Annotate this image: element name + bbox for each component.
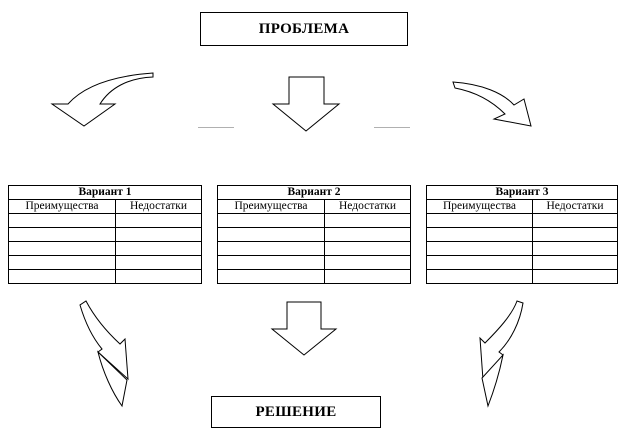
table-row <box>217 269 411 284</box>
table-row <box>8 241 202 256</box>
table-cell <box>324 227 411 242</box>
pros-header: Преимущества <box>8 199 116 214</box>
variant-table-1: Вариант 1 Преимущества Недостатки <box>8 185 202 284</box>
table-cell <box>8 213 116 228</box>
straight-arrow-down-bottom <box>270 301 338 356</box>
table-cell <box>324 241 411 256</box>
table-cell <box>532 255 618 270</box>
table-cell <box>532 213 618 228</box>
problem-box: ПРОБЛЕМА <box>200 12 408 46</box>
curved-arrow-to-solution-left <box>79 300 129 381</box>
variant-title: Вариант 1 <box>8 185 202 200</box>
variant-title: Вариант 2 <box>217 185 411 200</box>
variant-title: Вариант 3 <box>426 185 618 200</box>
curved-arrow-down-left <box>50 72 154 127</box>
table-cell <box>115 227 202 242</box>
straight-arrow-down-top <box>271 76 341 132</box>
table-row <box>8 227 202 242</box>
table-cell <box>8 241 116 256</box>
table-row <box>426 269 618 284</box>
table-cell <box>217 241 325 256</box>
table-cell <box>115 241 202 256</box>
table-row <box>217 255 411 270</box>
curved-arrow-to-solution-right-tail <box>481 353 504 408</box>
separator-line-right <box>374 127 410 128</box>
pros-header: Преимущества <box>426 199 533 214</box>
table-cell <box>426 227 533 242</box>
variant-table-2: Вариант 2 Преимущества Недостатки <box>217 185 411 284</box>
table-row <box>8 255 202 270</box>
table-row <box>426 241 618 256</box>
table-cell <box>426 255 533 270</box>
table-row <box>426 213 618 228</box>
curved-arrow-to-solution-left-tail <box>97 350 128 408</box>
table-cell <box>217 227 325 242</box>
table-cell <box>532 241 618 256</box>
cons-header: Недостатки <box>532 199 618 214</box>
table-row <box>217 213 411 228</box>
table-cell <box>532 227 618 242</box>
pros-header: Преимущества <box>217 199 325 214</box>
table-cell <box>426 269 533 284</box>
table-row <box>217 227 411 242</box>
curved-arrow-down-right <box>452 81 532 127</box>
separator-line-left <box>198 127 234 128</box>
table-cell <box>324 213 411 228</box>
table-row <box>426 255 618 270</box>
table-cell <box>217 269 325 284</box>
problem-label: ПРОБЛЕМА <box>258 20 350 37</box>
table-cell <box>8 269 116 284</box>
curved-arrow-to-solution-right <box>479 300 524 382</box>
table-cell <box>115 269 202 284</box>
table-cell <box>324 255 411 270</box>
table-cell <box>426 241 533 256</box>
table-cell <box>8 227 116 242</box>
table-row <box>217 241 411 256</box>
variant-table-3: Вариант 3 Преимущества Недостатки <box>426 185 618 284</box>
solution-label: РЕШЕНИЕ <box>255 403 337 420</box>
cons-header: Недостатки <box>324 199 411 214</box>
table-cell <box>324 269 411 284</box>
table-cell <box>8 255 116 270</box>
table-cell <box>426 213 533 228</box>
table-cell <box>532 269 618 284</box>
table-cell <box>217 255 325 270</box>
table-row <box>426 227 618 242</box>
table-cell <box>217 213 325 228</box>
solution-box: РЕШЕНИЕ <box>211 396 381 428</box>
table-cell <box>115 213 202 228</box>
cons-header: Недостатки <box>115 199 202 214</box>
table-row <box>8 213 202 228</box>
table-row <box>8 269 202 284</box>
table-cell <box>115 255 202 270</box>
